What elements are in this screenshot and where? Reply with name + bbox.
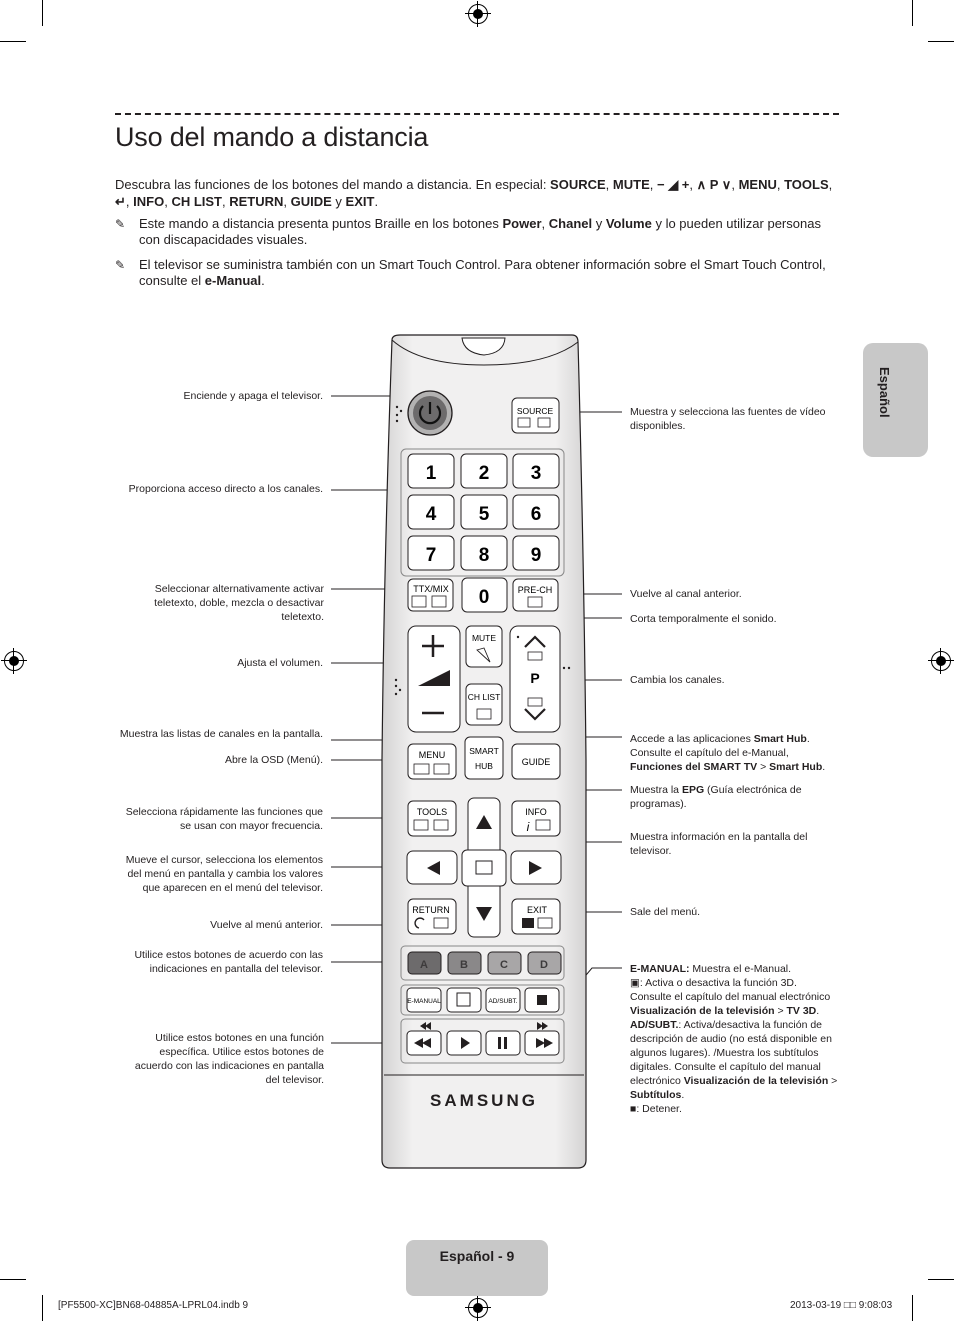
- label-cursor: Mueve el cursor, selecciona los elemento…: [125, 854, 323, 894]
- crop-mark: [928, 1279, 954, 1280]
- crop-mark: [42, 1295, 43, 1321]
- digit-8: 8: [479, 545, 490, 566]
- crop-mark: [912, 1295, 913, 1321]
- digit-3: 3: [531, 463, 542, 484]
- label-chlist: Muestra las listas de canales en la pant…: [119, 728, 323, 740]
- hub-button-label: HUB: [475, 761, 493, 771]
- channel-p-label: P: [530, 670, 539, 686]
- chlist-button-label: CH LIST: [468, 692, 501, 702]
- footer-file: [PF5500-XC]BN68-04885A-LPRL04.indb 9: [58, 1300, 249, 1311]
- registration-mark-icon: [1, 648, 27, 674]
- digit-1-button: [407, 453, 455, 489]
- digit-8-button: [460, 535, 508, 571]
- label-source: Muestra y selecciona las fuentes de víde…: [630, 406, 826, 432]
- pencil-note-icon: ✎: [115, 217, 126, 231]
- label-channel: Cambia los canales.: [630, 674, 725, 686]
- note-text: Este mando a distancia presenta puntos B…: [139, 216, 821, 247]
- label-info: Muestra información en la pantalla del t…: [630, 831, 808, 857]
- ttx-button-label: TTX/MIX: [413, 584, 449, 594]
- digit-7-button: [407, 535, 455, 571]
- crop-mark: [912, 0, 913, 26]
- footer-page-tab: Español - 9: [406, 1240, 548, 1296]
- digit-9: 9: [531, 545, 542, 566]
- digit-0: 0: [479, 587, 490, 608]
- note-text: El televisor se suministra también con u…: [139, 257, 826, 288]
- footer-date: 2013-03-19 □□ 9:08:03: [790, 1300, 893, 1311]
- label-smarthub: Accede a las aplicaciones Smart Hub. Con…: [630, 733, 826, 773]
- digit-5: 5: [479, 504, 490, 525]
- label-prech: Vuelve al canal anterior.: [630, 588, 742, 600]
- registration-mark-icon: [465, 1, 491, 27]
- side-tab-label: Español: [877, 367, 892, 418]
- guide-button-label: GUIDE: [522, 757, 551, 767]
- svg-text:i: i: [527, 820, 530, 834]
- label-guide: Muestra la EPG (Guía electrónica de prog…: [630, 784, 802, 810]
- label-colors: Utilice estos botones de acuerdo con las…: [134, 949, 323, 975]
- crop-mark: [0, 41, 26, 42]
- page-title: Uso del mando a distancia: [115, 122, 429, 152]
- language-side-tab: Español: [863, 343, 928, 457]
- adsubt-button-label: AD/SUBT.: [488, 998, 517, 1005]
- intro-text: Descubra las funciones de los botones de…: [115, 177, 833, 209]
- crop-mark: [0, 1279, 26, 1280]
- label-volume: Ajusta el volumen.: [237, 657, 323, 669]
- note-smart-touch: ✎ El televisor se suministra también con…: [115, 257, 835, 289]
- digit-7: 7: [426, 545, 437, 566]
- samsung-logo: SAMSUNG: [430, 1091, 538, 1110]
- digit-3-button: [512, 453, 560, 489]
- note-braille: ✎ Este mando a distancia presenta puntos…: [115, 216, 835, 248]
- mute-button-label: MUTE: [472, 633, 496, 643]
- color-c-label: C: [500, 959, 508, 971]
- title-rule: [115, 113, 839, 115]
- label-power: Enciende y apaga el televisor.: [183, 390, 323, 402]
- label-ttx: Seleccionar alternativamente activar tel…: [154, 583, 324, 623]
- menu-button-label: MENU: [419, 750, 446, 760]
- digit-2: 2: [479, 463, 490, 484]
- digit-1: 1: [426, 463, 437, 484]
- footer-page-number: Español - 9: [439, 1248, 515, 1264]
- registration-mark-icon: [465, 1295, 491, 1321]
- digit-5-button: [460, 494, 508, 530]
- digit-6-button: [512, 494, 560, 530]
- info-button-label: INFO: [525, 807, 547, 817]
- registration-mark-icon: [928, 648, 954, 674]
- label-return: Vuelve al menú anterior.: [210, 919, 323, 931]
- crop-mark: [928, 41, 954, 42]
- digit-4-button: [407, 494, 455, 530]
- color-d-label: D: [540, 959, 548, 971]
- digit-2-button: [460, 453, 508, 489]
- label-tools: Selecciona rápidamente las funciones que…: [125, 806, 323, 832]
- source-button-label: SOURCE: [517, 406, 554, 416]
- label-exit: Sale del menú.: [630, 906, 701, 918]
- tools-button-label: TOOLS: [417, 807, 447, 817]
- exit-button-label: EXIT: [527, 905, 548, 915]
- digit-4: 4: [426, 504, 437, 525]
- digit-6: 6: [531, 504, 542, 525]
- label-media: Utilice estos botones en una función esp…: [134, 1032, 324, 1086]
- color-a-label: A: [420, 959, 428, 971]
- label-emanual: E-MANUAL: Muestra el e-Manual.▣: Activa …: [630, 963, 838, 1115]
- pencil-note-icon: ✎: [115, 258, 126, 272]
- crop-mark: [42, 0, 43, 26]
- smart-button-label: SMART: [469, 746, 499, 756]
- digit-9-button: [512, 535, 560, 571]
- label-menu: Abre la OSD (Menú).: [224, 754, 323, 766]
- emanual-button-label: E-MANUAL: [407, 998, 441, 1005]
- prech-button-label: PRE-CH: [518, 585, 553, 595]
- return-button-label: RETURN: [412, 905, 450, 915]
- label-mute: Corta temporalmente el sonido.: [630, 613, 777, 625]
- label-numbers: Proporciona acceso directo a los canales…: [128, 483, 323, 495]
- color-b-label: B: [460, 959, 468, 971]
